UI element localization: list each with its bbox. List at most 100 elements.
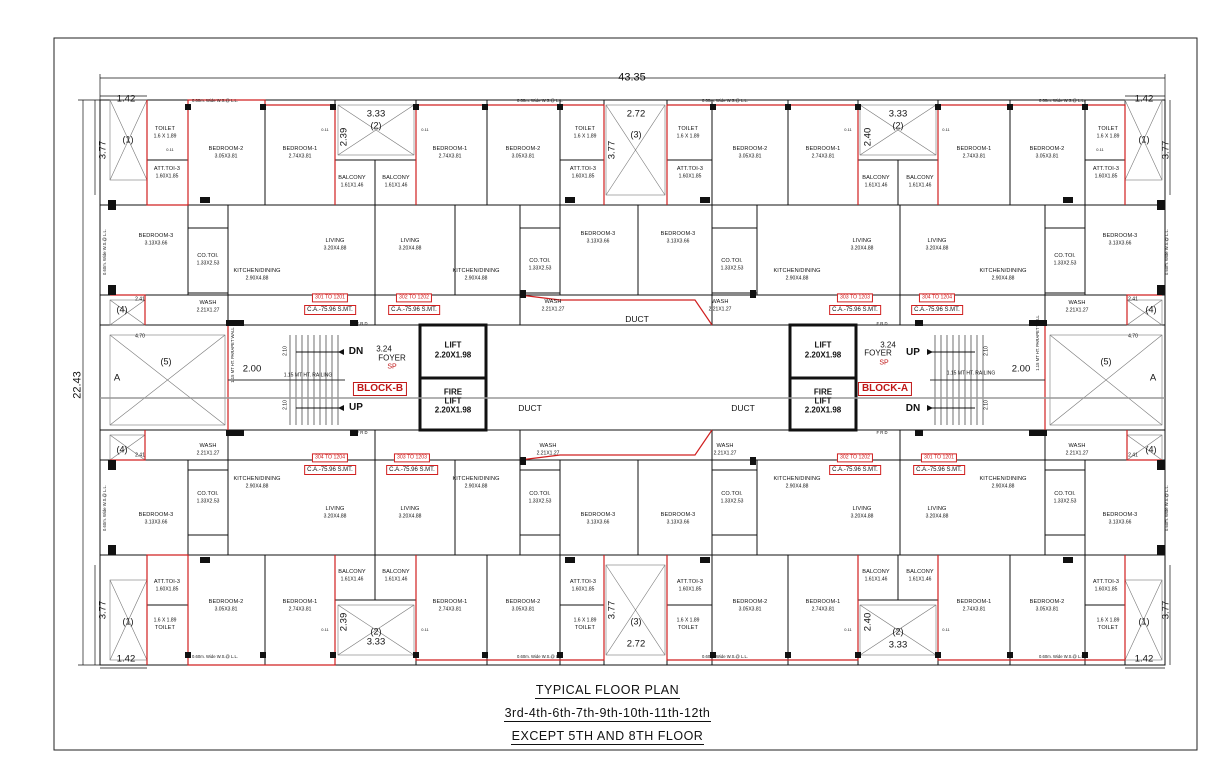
plan-note: EXCEPT 5TH AND 8TH FLOOR — [0, 729, 1215, 745]
void-5-right: (5) — [1100, 356, 1112, 367]
room-bed3-u1: BEDROOM-3 — [138, 233, 174, 240]
dim-center-top: 3.77 — [606, 140, 618, 160]
dim-void4-tr: 2.41 — [1128, 296, 1138, 303]
flat-tag-u3: 303 TO 1203 — [836, 293, 874, 303]
size-wash-l3: 2.21X1.27 — [713, 450, 737, 457]
room-balcony-b1a: BALCONY — [338, 569, 366, 576]
sp-b-label: SP — [387, 363, 397, 371]
size-bed1-b2: 2.74X3.81 — [438, 606, 462, 613]
room-cotoi-l1: CO.TOI. — [197, 491, 219, 498]
void-5-left: (5) — [160, 356, 172, 367]
dim-side-tr: 3.77 — [1160, 140, 1172, 160]
size-atttoi-b4: 1.60X1.85 — [1094, 586, 1118, 593]
room-toilet-b2: TOILET — [574, 625, 596, 632]
void-2-br: (2) — [892, 626, 904, 637]
size-atttoi-b1: 1.60X1.85 — [155, 586, 179, 593]
size-bed3-l3: 3.13X3.66 — [666, 519, 690, 526]
room-balcony-t3a: BALCONY — [862, 175, 890, 182]
room-wash-u3: WASH — [711, 299, 729, 306]
size-bed2-b2: 3.05X3.81 — [511, 606, 535, 613]
duct-left: DUCT — [518, 402, 542, 413]
size-balcony-b3a: 1.61X1.46 — [864, 576, 888, 583]
void-1-tr: (1) — [1138, 134, 1150, 145]
room-bed2-t3: BEDROOM-2 — [732, 146, 768, 153]
size-toilet-t4: 1.6 X 1.89 — [1096, 133, 1120, 140]
void-4-tl: (4) — [116, 304, 128, 315]
room-cotoi-u2: CO.TOI. — [529, 258, 551, 265]
size-bed3-l2: 3.13X3.66 — [586, 519, 610, 526]
size-bed1-t4: 2.74X3.81 — [962, 153, 986, 160]
duct-right: DUCT — [731, 402, 755, 413]
foyer-a-size: 3.24 — [880, 340, 896, 350]
void-4-tr: (4) — [1145, 304, 1157, 315]
dim-side-bl: 3.77 — [97, 600, 109, 620]
room-living-l4: LIVING — [927, 506, 947, 513]
room-toilet-t4: TOILET — [1097, 126, 1119, 133]
room-balcony-b3a: BALCONY — [862, 569, 890, 576]
size-living-u4: 3.20X4.88 — [925, 245, 949, 252]
room-atttoi-b3: ATT.TOI-3 — [676, 579, 704, 586]
sill-mark-7: 0.11 — [321, 627, 329, 632]
room-bed2-b1: BEDROOM-2 — [208, 599, 244, 606]
room-toilet-b1: TOILET — [154, 625, 176, 632]
room-toilet-b3: TOILET — [677, 625, 699, 632]
size-cotoi-l2: 1.33X2.53 — [528, 498, 552, 505]
dim-void4-br: 2.41 — [1128, 452, 1138, 459]
plan-subtitle-text: 3rd-4th-6th-7th-9th-10th-11th-12th — [503, 706, 712, 722]
ws-label-b3: 0.60m. Wide W.S.@ L.L. — [702, 653, 748, 659]
flat-tag-u2: 302 TO 1202 — [395, 293, 433, 303]
size-bed2-t1: 3.05X3.81 — [214, 153, 238, 160]
room-kitchen-l3: KITCHEN/DINING — [773, 476, 821, 483]
size-balcony-b3b: 1.61X1.46 — [908, 576, 932, 583]
room-bed1-b4: BEDROOM-1 — [956, 599, 992, 606]
stair-a-width: 2.00 — [1011, 363, 1031, 375]
overall-depth-label: 22.43 — [71, 371, 84, 399]
size-toilet-t2: 1.6 X 1.89 — [573, 133, 597, 140]
room-kitchen-l2: KITCHEN/DINING — [452, 476, 500, 483]
fire-a-label: FIRE — [813, 387, 833, 397]
size-kitchen-l4: 2.90X4.88 — [991, 483, 1015, 490]
landing-b-top: 2.10 — [282, 346, 289, 356]
flat-tag-l1: 304 TO 1204 — [311, 453, 349, 463]
room-living-l3: LIVING — [852, 506, 872, 513]
dim-corner-tr: 1.42 — [1134, 93, 1154, 105]
size-atttoi-t1: 1.60X1.85 — [155, 173, 179, 180]
room-bed1-t4: BEDROOM-1 — [956, 146, 992, 153]
dim-void2-bl: 3.33 — [366, 636, 386, 648]
void-4-br: (4) — [1145, 444, 1157, 455]
carpet-area-l4: C.A.-75.96 S.MT. — [913, 465, 965, 475]
plan-title: TYPICAL FLOOR PLAN — [0, 683, 1215, 699]
room-bed3-l3: BEDROOM-3 — [660, 512, 696, 519]
size-bed2-t2: 3.05X3.81 — [511, 153, 535, 160]
size-cotoi-u4: 1.33X2.53 — [1053, 260, 1077, 267]
void-2-bl: (2) — [370, 626, 382, 637]
sill-mark-5: 0.11 — [942, 127, 950, 132]
room-bed2-t1: BEDROOM-2 — [208, 146, 244, 153]
fire-lift-b-label: LIFT — [444, 396, 462, 406]
size-balcony-b1b: 1.61X1.46 — [384, 576, 408, 583]
lift-b-size: 2.20X1.98 — [434, 350, 472, 360]
room-wash-l4: WASH — [1068, 443, 1086, 450]
sill-mark-6: 0.11 — [1096, 147, 1104, 152]
size-atttoi-t2: 1.60X1.85 — [571, 173, 595, 180]
size-bed1-b1: 2.74X3.81 — [288, 606, 312, 613]
size-kitchen-u4: 2.90X4.88 — [991, 275, 1015, 282]
room-atttoi-b2: ATT.TOI-3 — [569, 579, 597, 586]
dim-side-br: 3.77 — [1160, 600, 1172, 620]
size-atttoi-b2: 1.60X1.85 — [571, 586, 595, 593]
size-toilet-b4: 1.6 X 1.89 — [1096, 617, 1120, 624]
size-living-u1: 3.20X4.88 — [323, 245, 347, 252]
size-toilet-t3: 1.6 X 1.89 — [676, 133, 700, 140]
fire-lift-a-label: LIFT — [814, 396, 832, 406]
size-kitchen-l1: 2.90X4.88 — [245, 483, 269, 490]
overall-width-label: 43.35 — [618, 71, 646, 84]
room-toilet-t3: TOILET — [677, 126, 699, 133]
size-bed1-t2: 2.74X3.81 — [438, 153, 462, 160]
size-toilet-b2: 1.6 X 1.89 — [573, 617, 597, 624]
size-wash-u1: 2.21X1.27 — [196, 307, 220, 314]
size-atttoi-b3: 1.60X1.85 — [678, 586, 702, 593]
room-bed3-l4: BEDROOM-3 — [1102, 512, 1138, 519]
railing-a-label: 1.15 MT HT. RAILING — [946, 370, 996, 377]
room-kitchen-u2: KITCHEN/DINING — [452, 268, 500, 275]
void-2-tl: (2) — [370, 120, 382, 131]
